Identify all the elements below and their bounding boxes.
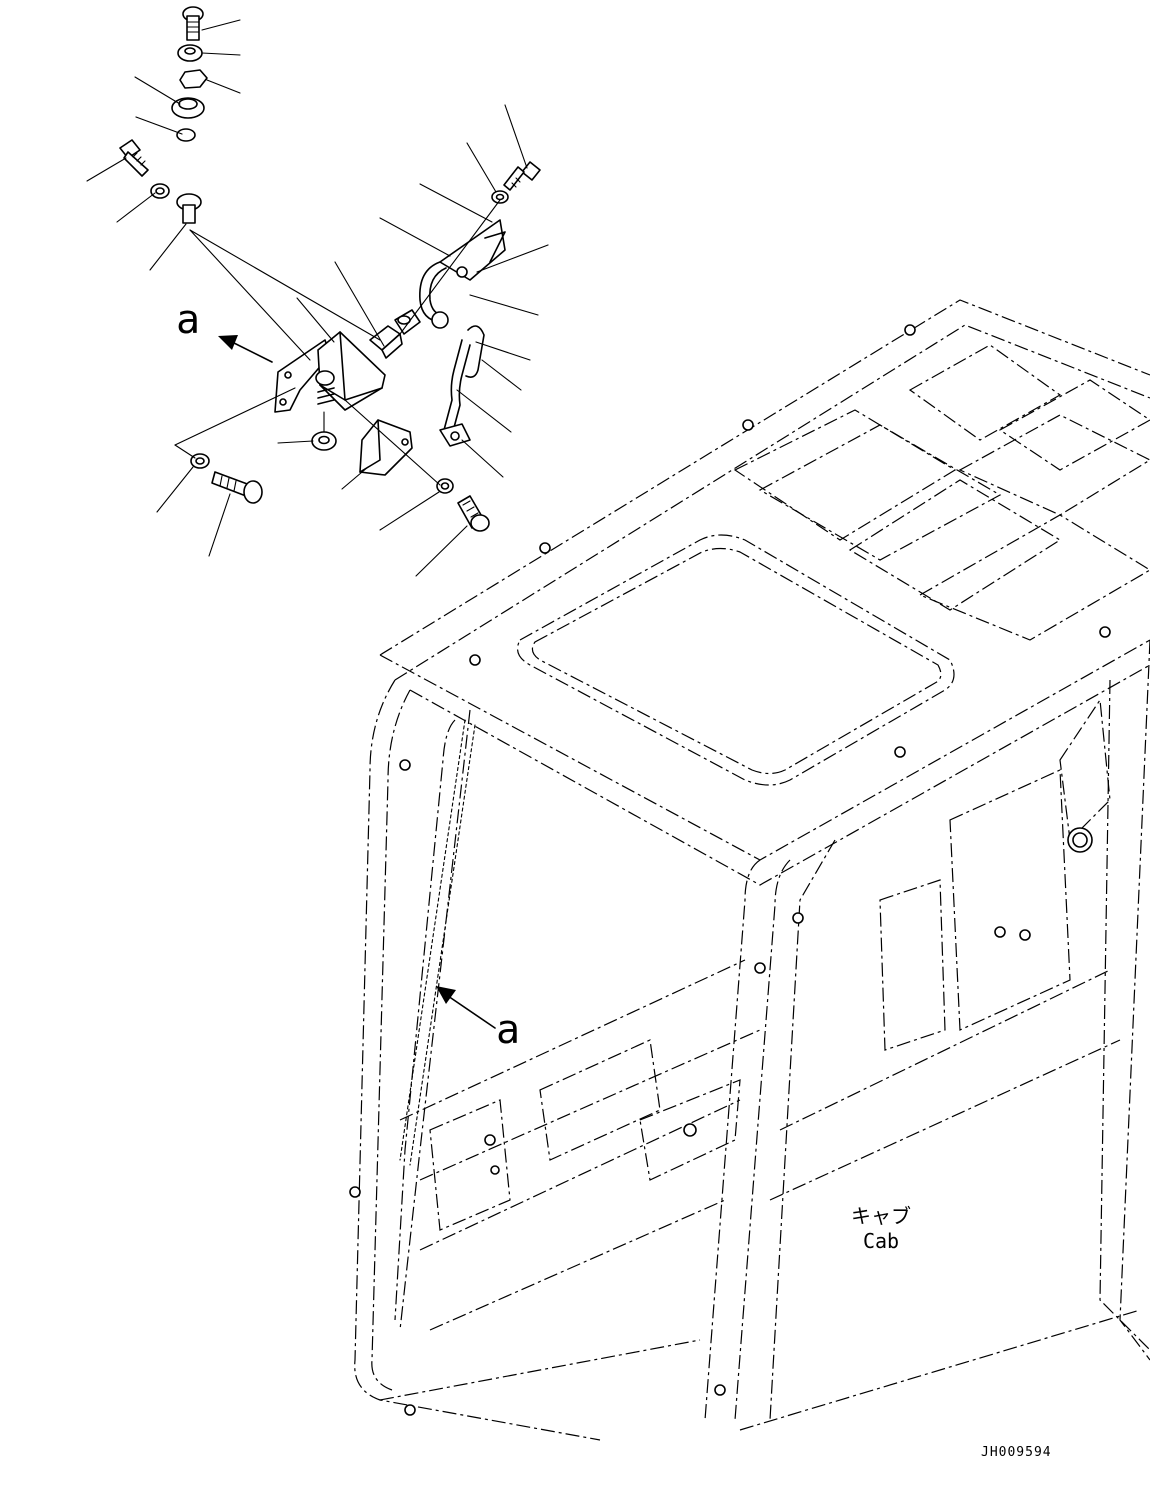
- view-marker-top: a: [176, 297, 201, 343]
- wire-harness-part: [419, 261, 485, 447]
- cab-fastener-marks: [349, 324, 1111, 1416]
- cab-outline: [354, 299, 1150, 1441]
- cap-part: [176, 128, 196, 142]
- switch-part: [369, 309, 421, 359]
- washer-lower-left-part: [190, 453, 210, 469]
- washer-top-part: [177, 44, 203, 62]
- view-marker-cab: a: [496, 1007, 521, 1053]
- grommet-small-part: [311, 431, 337, 451]
- cover-part: [359, 419, 413, 476]
- harness-bracket-part: [439, 219, 506, 281]
- grommet-part: [171, 97, 205, 119]
- bolt-lower-right-part: [457, 495, 490, 532]
- bolt-top-part: [182, 6, 204, 41]
- washer-left-part: [150, 183, 170, 199]
- bolt-lower-left-part: [211, 471, 263, 504]
- washer-right-part: [491, 190, 509, 204]
- cab-label-jp: キャブ: [851, 1204, 911, 1228]
- nut-top-part: [179, 69, 208, 89]
- bolt-right-part: [503, 161, 541, 191]
- mounting-bracket-part: [274, 331, 386, 413]
- leader-arrow-icon: [218, 335, 273, 363]
- assembly-lines: [174, 199, 501, 486]
- bolt-left-part: [119, 139, 149, 177]
- cab-label: キャブ Cab: [846, 1204, 916, 1254]
- cab-label-en: Cab: [862, 1229, 900, 1253]
- stud-bolt-part: [176, 193, 202, 224]
- callout-leaders: [86, 19, 549, 577]
- leader-arrow-icon: [436, 986, 496, 1029]
- drawing-id: JH009594: [981, 1445, 1052, 1460]
- washer-lower-right-part: [436, 478, 454, 494]
